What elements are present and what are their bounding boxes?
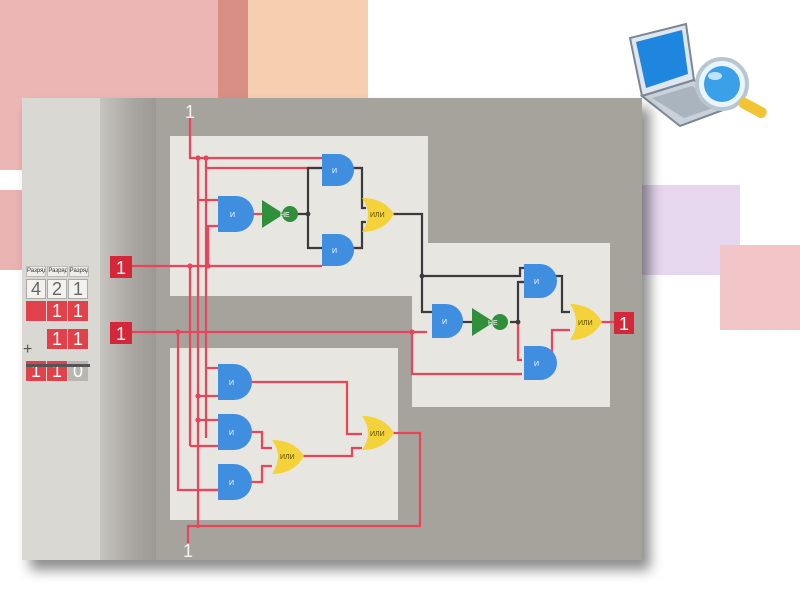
junction-dot <box>515 319 521 325</box>
wire <box>250 430 272 450</box>
or-gate: ИЛИ <box>362 198 394 232</box>
and-gate: И <box>432 304 463 338</box>
and-gate: И <box>218 464 252 500</box>
wire <box>186 431 422 543</box>
svg-text:И: И <box>229 480 234 487</box>
junction-dot <box>409 329 415 335</box>
addend2-digit: 1 <box>47 329 67 349</box>
wire <box>206 224 218 266</box>
not-gate: НЕ <box>262 200 298 228</box>
and-gate: И <box>524 264 557 298</box>
not-gate: НЕ <box>472 308 508 336</box>
place-value: 1 <box>68 279 88 299</box>
decor-block <box>720 245 800 330</box>
and-gate: И <box>218 414 252 450</box>
bottom-input-label: 1 <box>183 541 193 560</box>
top-input-label: 1 <box>185 102 195 122</box>
and-gate: И <box>218 364 252 400</box>
svg-text:ИЛИ: ИЛИ <box>578 320 593 327</box>
wire <box>188 118 322 160</box>
place-value: 4 <box>26 279 46 299</box>
wire <box>250 464 272 484</box>
wire <box>554 274 570 314</box>
input-box-b <box>110 322 132 344</box>
sum-line <box>26 364 90 367</box>
and-gate: И <box>322 154 354 186</box>
logic-circuit: 1 1 1 1 1 И И И И И И <box>110 102 634 560</box>
wire <box>302 446 362 458</box>
wire <box>550 328 570 360</box>
svg-text:И: И <box>332 248 337 255</box>
binary-addition-table: Разряд Разряд Разряд 4 2 1 1 1 1 1 1 1 0 <box>26 266 90 381</box>
junction-dot <box>195 155 201 161</box>
wire <box>250 380 362 436</box>
place-value: 2 <box>47 279 67 299</box>
svg-text:И: И <box>534 361 539 368</box>
addend1-digit: 1 <box>47 301 67 321</box>
svg-text:НЕ: НЕ <box>488 320 498 327</box>
wire <box>516 322 522 362</box>
column-header: Разряд <box>26 266 47 277</box>
input-box-a <box>110 256 132 278</box>
wire <box>352 220 366 250</box>
output-label: 1 <box>619 314 629 334</box>
or-gate: ИЛИ <box>272 440 304 474</box>
or-gate: ИЛИ <box>570 304 602 340</box>
or-gate: ИЛИ <box>362 416 394 450</box>
svg-text:И: И <box>442 319 447 326</box>
svg-text:И: И <box>229 430 234 437</box>
wire <box>352 166 366 210</box>
svg-text:И: И <box>229 380 234 387</box>
addend1-digit: 1 <box>68 301 88 321</box>
wire <box>298 166 322 216</box>
svg-text:НЕ: НЕ <box>280 212 290 219</box>
column-header: Разряд <box>68 266 89 277</box>
carry-cell <box>26 301 46 321</box>
wire <box>410 332 522 376</box>
column-header: Разряд <box>47 266 68 277</box>
junction-dot <box>187 263 193 269</box>
and-gate: И <box>218 196 254 232</box>
laptop-magnifier-icon <box>628 22 767 128</box>
wire <box>420 276 432 314</box>
junction-dot <box>205 263 211 269</box>
output-box <box>614 312 634 334</box>
svg-text:ИЛИ: ИЛИ <box>370 212 385 219</box>
wire <box>510 280 524 324</box>
svg-text:И: И <box>534 279 539 286</box>
svg-text:И: И <box>332 168 337 175</box>
and-gate: И <box>322 234 354 266</box>
wire <box>306 214 322 250</box>
junction-dot <box>305 211 311 217</box>
junction-dot <box>195 393 201 399</box>
input-b-label: 1 <box>116 324 126 344</box>
svg-text:И: И <box>230 212 235 219</box>
textbook-photo: Разряд Разряд Разряд 4 2 1 1 1 1 1 1 1 0… <box>22 98 642 560</box>
svg-text:ИЛИ: ИЛИ <box>370 431 385 438</box>
junction-dot <box>175 329 181 335</box>
input-a-label: 1 <box>116 258 126 278</box>
svg-text:ИЛИ: ИЛИ <box>280 454 295 461</box>
and-gate: И <box>524 346 557 380</box>
junction-dot <box>419 273 425 279</box>
wire <box>392 212 524 278</box>
plus-sign: + <box>23 341 33 358</box>
junction-dot <box>195 417 201 423</box>
junction-dot <box>203 155 209 161</box>
addend2-digit: 1 <box>68 329 88 349</box>
